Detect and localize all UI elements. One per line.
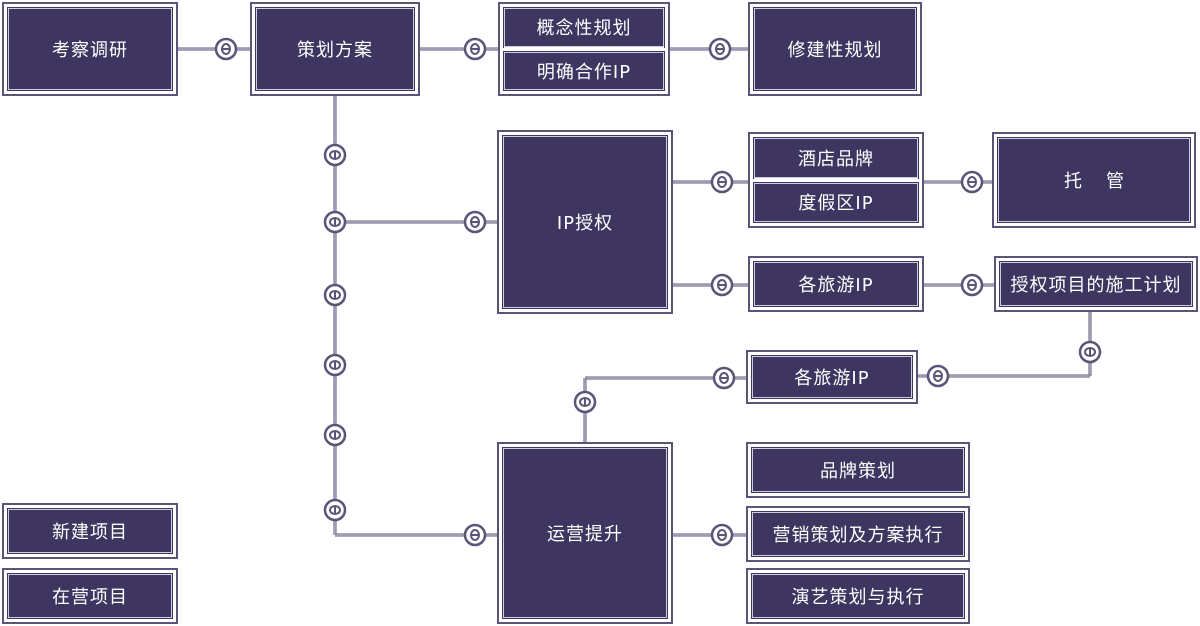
chain-link-icon — [926, 364, 950, 388]
node-operating-project: 在营项目 — [2, 568, 178, 624]
node-clear-ip: 明确合作IP — [504, 51, 664, 90]
chain-link-icon — [1078, 340, 1102, 364]
chain-link-icon — [573, 390, 597, 414]
node-ip-license-label: IP授权 — [503, 136, 667, 308]
node-research: 考察调研 — [2, 2, 178, 96]
node-trusteeship: 托管 — [992, 132, 1196, 228]
node-performance-label: 演艺策划与执行 — [752, 574, 964, 618]
node-hotel-group: 酒店品牌 度假区IP — [748, 132, 924, 228]
chain-link-icon — [463, 523, 487, 547]
chain-link-icon — [463, 210, 487, 234]
chain-link-icon — [712, 366, 736, 390]
node-planning-label: 策划方案 — [256, 8, 414, 90]
node-construction-plan-label: 授权项目的施工计划 — [1000, 262, 1192, 306]
node-concept-group: 概念性规划 明确合作IP — [498, 2, 670, 96]
node-research-label: 考察调研 — [8, 8, 172, 90]
chain-link-icon — [708, 37, 732, 61]
node-new-project: 新建项目 — [2, 503, 178, 559]
node-brand-planning-label: 品牌策划 — [752, 448, 964, 492]
node-resort-ip: 度假区IP — [754, 182, 918, 222]
chain-link-icon — [710, 170, 734, 194]
node-tourism-ip-2-label: 各旅游IP — [752, 356, 912, 398]
chain-link-icon — [710, 273, 734, 297]
chain-link-icon — [323, 353, 347, 377]
node-tourism-ip-2: 各旅游IP — [746, 350, 918, 404]
chain-link-icon — [323, 143, 347, 167]
node-tourism-ip-1-label: 各旅游IP — [754, 262, 918, 306]
chain-link-icon — [463, 37, 487, 61]
node-planning: 策划方案 — [250, 2, 420, 96]
knot-group — [214, 37, 1102, 547]
node-operating-project-label: 在营项目 — [8, 574, 172, 618]
node-brand-planning: 品牌策划 — [746, 442, 970, 498]
node-marketing: 营销策划及方案执行 — [746, 506, 970, 562]
chain-link-icon — [214, 37, 238, 61]
node-performance: 演艺策划与执行 — [746, 568, 970, 624]
chain-link-icon — [960, 273, 984, 297]
chain-link-icon — [323, 498, 347, 522]
node-operation: 运营提升 — [497, 442, 673, 624]
node-ip-license: IP授权 — [497, 130, 673, 314]
chain-link-icon — [323, 210, 347, 234]
node-hotel-brand: 酒店品牌 — [754, 138, 918, 178]
node-tourism-ip-1: 各旅游IP — [748, 256, 924, 312]
node-concept-planning: 概念性规划 — [504, 8, 664, 47]
chain-link-icon — [323, 423, 347, 447]
chain-link-icon — [323, 283, 347, 307]
node-marketing-label: 营销策划及方案执行 — [752, 512, 964, 556]
node-new-project-label: 新建项目 — [8, 509, 172, 553]
node-trusteeship-label: 托管 — [998, 138, 1190, 222]
node-detailed-planning-label: 修建性规划 — [754, 8, 916, 90]
node-detailed-planning: 修建性规划 — [748, 2, 922, 96]
node-construction-plan: 授权项目的施工计划 — [994, 256, 1198, 312]
node-operation-label: 运营提升 — [503, 448, 667, 618]
chain-link-icon — [710, 523, 734, 547]
chain-link-icon — [960, 170, 984, 194]
